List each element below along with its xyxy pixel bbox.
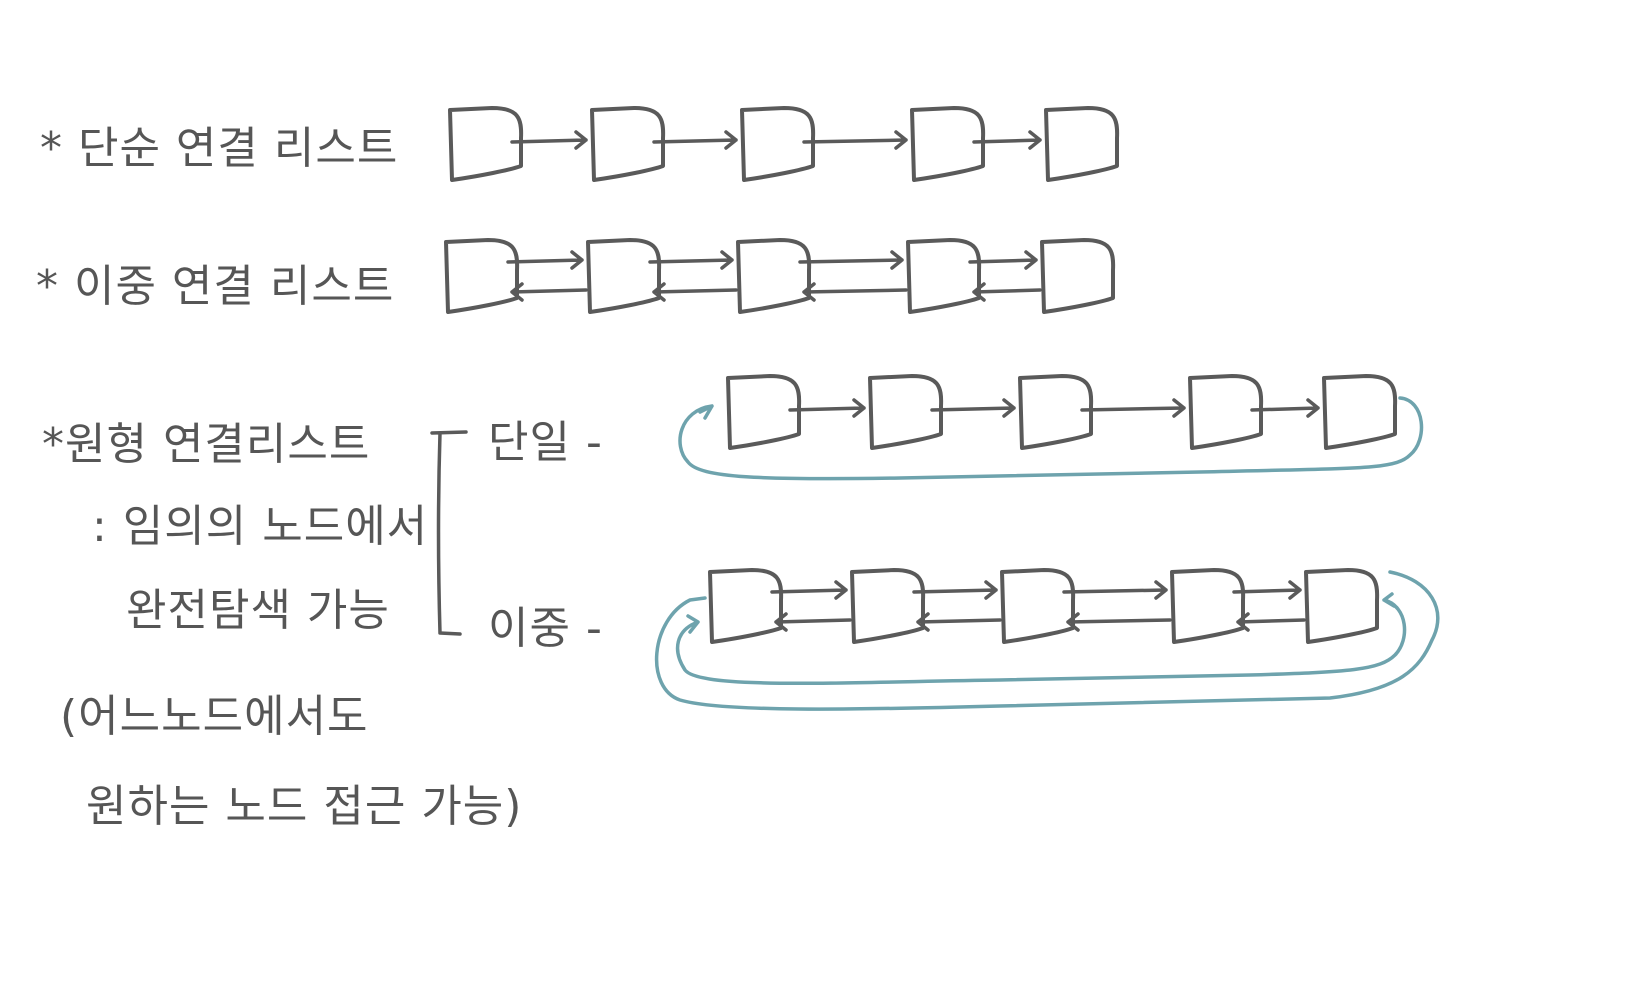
list-node — [1322, 374, 1398, 450]
prev-pointer-arrow — [802, 282, 908, 302]
prev-pointer-arrow — [652, 282, 738, 302]
circular-single-wrap-loop — [678, 396, 1424, 481]
prev-pointer-arrow — [510, 282, 588, 302]
list-node — [1170, 568, 1246, 644]
next-pointer-arrow — [652, 130, 738, 150]
prev-pointer-arrow — [916, 612, 1002, 632]
circular-bracket — [430, 430, 468, 636]
next-pointer-arrow — [802, 130, 908, 150]
list-node — [444, 238, 520, 314]
label-note-line1: (어느노드에서도 — [60, 691, 369, 742]
prev-pointer-arrow — [972, 282, 1042, 302]
next-pointer-arrow — [1062, 580, 1168, 600]
list-node — [1304, 568, 1380, 644]
next-pointer-arrow — [510, 130, 588, 150]
next-pointer-arrow — [930, 398, 1016, 418]
next-pointer-arrow — [968, 250, 1038, 270]
next-pointer-arrow — [1250, 398, 1320, 418]
next-pointer-arrow — [648, 250, 734, 270]
list-node — [448, 106, 524, 182]
label-singly-linked-list: * 단순 연결 리스트 — [40, 123, 399, 174]
label-branch-single: 단일 - — [488, 417, 603, 468]
list-node — [736, 238, 812, 314]
list-node — [1188, 374, 1264, 450]
circular-singly-linked-list — [726, 374, 1398, 450]
label-circular-desc-line2: 완전탐색 가능 — [126, 585, 390, 636]
circular-double-wrap-loop-inner — [675, 592, 1407, 686]
list-node — [850, 568, 926, 644]
list-node — [1018, 374, 1094, 450]
circular-double-wrap-loop-outer — [654, 570, 1440, 711]
list-node — [726, 374, 802, 450]
next-pointer-arrow — [506, 250, 584, 270]
next-pointer-arrow — [1232, 580, 1302, 600]
list-node — [586, 238, 662, 314]
list-node — [1044, 106, 1120, 182]
prev-pointer-arrow — [774, 612, 852, 632]
list-node — [740, 106, 816, 182]
list-node — [906, 238, 982, 314]
list-node — [590, 106, 666, 182]
list-node — [708, 568, 784, 644]
circular-doubly-linked-list — [708, 568, 1380, 644]
label-branch-double: 이중 - — [488, 603, 603, 654]
next-pointer-arrow — [798, 250, 904, 270]
prev-pointer-arrow — [1066, 612, 1172, 632]
label-doubly-linked-list: * 이중 연결 리스트 — [36, 261, 395, 312]
prev-pointer-arrow — [1236, 612, 1306, 632]
singly-linked-list — [448, 106, 1120, 182]
next-pointer-arrow — [770, 580, 848, 600]
label-note-line2: 원하는 노드 접근 가능) — [86, 781, 523, 832]
label-circular-desc-line1: : 임의의 노드에서 — [92, 501, 429, 552]
list-node — [868, 374, 944, 450]
next-pointer-arrow — [788, 398, 866, 418]
list-node — [910, 106, 986, 182]
label-circular-linked-list: *원형 연결리스트 — [42, 419, 371, 470]
list-node — [1040, 238, 1116, 314]
next-pointer-arrow — [912, 580, 998, 600]
doubly-linked-list — [444, 238, 1116, 314]
list-node — [1000, 568, 1076, 644]
next-pointer-arrow — [1080, 398, 1186, 418]
next-pointer-arrow — [972, 130, 1042, 150]
